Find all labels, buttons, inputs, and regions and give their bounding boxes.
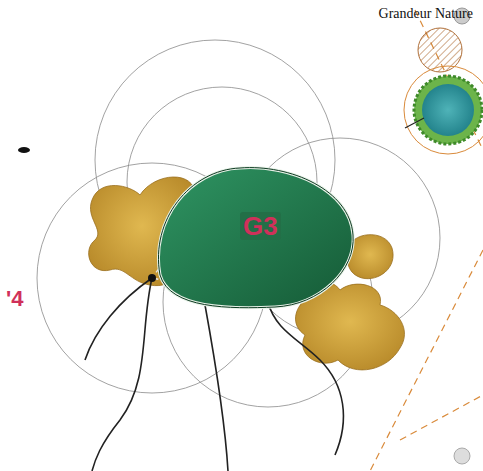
plan-label: '4: [6, 286, 23, 312]
marker-dot: [18, 147, 30, 153]
sun-symbol: [404, 66, 483, 154]
range-circle: [37, 40, 440, 407]
page-title: Grandeur Nature: [379, 6, 473, 22]
area-code: G3: [240, 212, 281, 240]
green-area: G3: [150, 160, 355, 310]
corner-dot: [454, 448, 470, 464]
hatched-disc: [418, 28, 462, 72]
